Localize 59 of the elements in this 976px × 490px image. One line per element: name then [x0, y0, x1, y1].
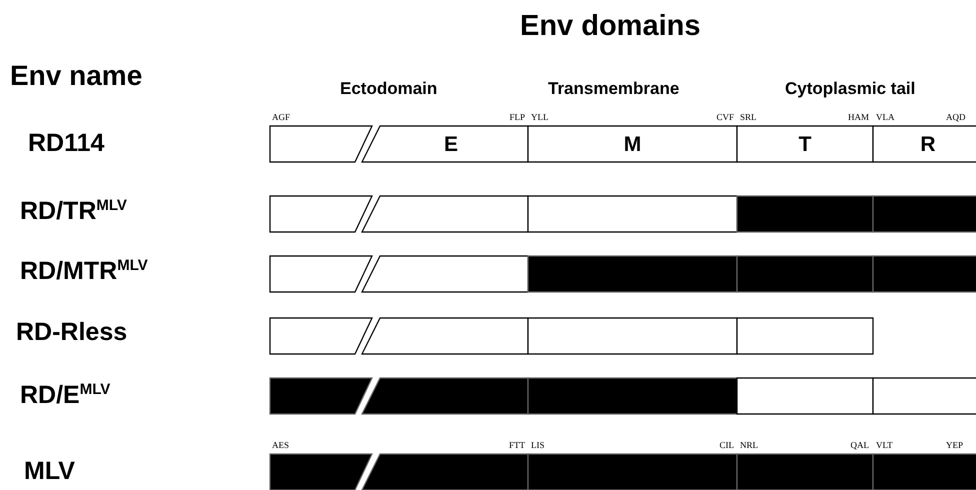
domain-segment [737, 318, 873, 354]
domain-letter: R [920, 134, 936, 154]
row-label: RD-Rless [16, 320, 128, 345]
residue-label: YEP [946, 441, 964, 450]
row-label: MLV [24, 459, 75, 484]
row-label: RD/MTR$^{MLV}$ [20, 258, 148, 284]
domain-segment [873, 126, 976, 162]
domain-segment [270, 378, 372, 414]
domain-segment [270, 318, 372, 354]
domain-segment [873, 378, 976, 414]
residue-label: VLA [876, 113, 894, 122]
domain-segment [737, 378, 873, 414]
column-heading: Ectodomain [340, 80, 438, 97]
domain-segment [528, 126, 737, 162]
residue-label: FLP [509, 113, 525, 122]
domain-segment [737, 256, 873, 292]
domain-segment [737, 126, 873, 162]
domain-segment [737, 454, 873, 490]
domain-segment [362, 378, 528, 414]
column-heading: Env name [10, 62, 142, 90]
domain-segment [528, 454, 737, 490]
residue-label: NRL [740, 441, 758, 450]
residue-label: YLL [531, 113, 548, 122]
domain-segment [873, 256, 976, 292]
residue-label: AES [272, 441, 290, 450]
residue-label: FTT [508, 441, 525, 450]
domain-segment [362, 256, 528, 292]
domain-letter: E [444, 134, 458, 154]
domain-segment [362, 454, 528, 490]
residue-label: VLT [876, 441, 893, 450]
domain-segment [362, 318, 528, 354]
domain-segment [873, 454, 976, 490]
residue-label: QAL [850, 441, 869, 450]
domain-segment [270, 454, 372, 490]
domain-segment [528, 196, 737, 232]
column-heading: Transmembrane [548, 80, 680, 97]
domain-letter: M [624, 134, 642, 154]
domain-segment [528, 256, 737, 292]
column-heading: Cytoplasmic tail [785, 80, 916, 97]
domain-segment [528, 378, 737, 414]
domain-segment [270, 196, 372, 232]
residue-label: LIS [531, 441, 544, 450]
residue-label: HAM [848, 113, 869, 122]
domain-segment [362, 126, 528, 162]
row-label: RD114 [28, 131, 104, 156]
domain-letter: T [798, 134, 812, 154]
residue-label: CIL [720, 441, 734, 450]
domain-segment [873, 196, 976, 232]
domain-segment [362, 196, 528, 232]
row-label: RD/E$^{MLV}$ [20, 382, 110, 408]
domain-segment [270, 256, 372, 292]
diagram-title: Env domains [520, 10, 700, 43]
residue-label: CVF [716, 113, 734, 122]
residue-label: AGF [272, 113, 290, 122]
domain-segment [528, 318, 737, 354]
row-label: RD/TR$^{MLV}$ [20, 198, 127, 224]
residue-label: SRL [740, 113, 757, 122]
domain-segment [270, 126, 372, 162]
domain-segment [737, 196, 873, 232]
